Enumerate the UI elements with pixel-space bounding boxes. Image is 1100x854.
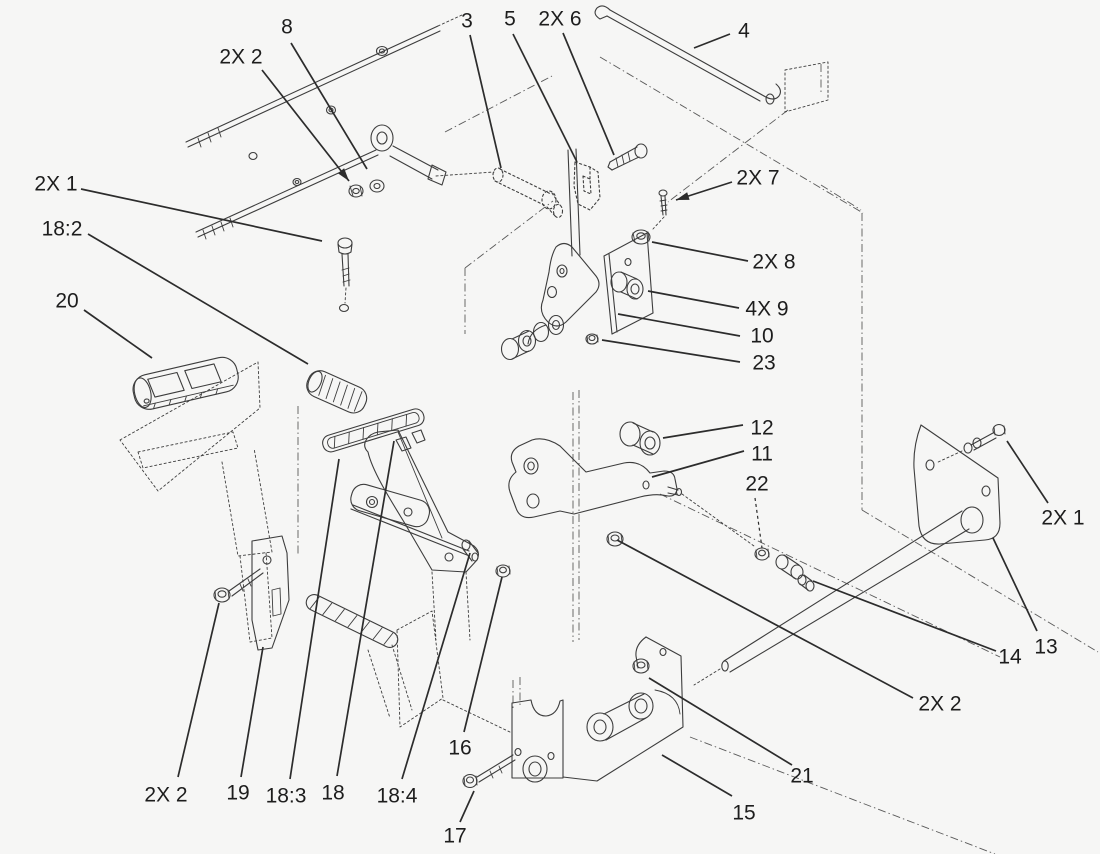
part-20-pedal-pad — [132, 356, 239, 410]
callout-12-leader — [662, 424, 744, 439]
callout-18-label: 18 — [321, 782, 344, 805]
callout-17-label: 17 — [443, 825, 466, 848]
callout-21-leader — [648, 677, 793, 766]
parts-linework — [132, 5, 1006, 789]
part-mount-plate — [603, 232, 654, 335]
callout-2x1-left-leader — [80, 188, 323, 242]
callout-2x2-right-leader — [616, 539, 914, 699]
callout-5-label: 5 — [504, 8, 516, 31]
callout-10-leader — [617, 313, 741, 337]
part-17-bolt — [462, 754, 516, 789]
callout-2x1-right-leader — [1006, 440, 1049, 504]
callout-22-leader — [754, 497, 763, 549]
callout-18-4-leader — [401, 552, 471, 780]
callout-2x8-label: 2X 8 — [752, 251, 795, 274]
part-10-lever-plate — [527, 148, 600, 345]
callout-2x1-right-label: 2X 1 — [1041, 507, 1084, 530]
part-washers-upper — [248, 45, 389, 187]
callout-15-leader — [661, 754, 733, 797]
part-15-bracket — [511, 636, 684, 783]
part-2-flange-nut — [606, 531, 624, 547]
callout-20-leader — [83, 309, 153, 359]
callout-14-label: 14 — [998, 646, 1022, 669]
callout-11-leader — [651, 450, 745, 478]
part-18-2-pedal-pad — [306, 370, 368, 414]
callout-17-leader — [459, 790, 475, 823]
callout-2x7-arrowhead — [676, 192, 690, 200]
callout-18-2-label: 18:2 — [42, 218, 83, 241]
part-1-bolt — [337, 237, 353, 313]
callout-2x6-label: 2X 6 — [538, 8, 581, 31]
callout-18-4-label: 18:4 — [377, 785, 418, 808]
callout-8-leader — [290, 42, 368, 170]
callout-4x9-leader — [647, 290, 740, 309]
callout-11-label: 11 — [751, 443, 773, 466]
callout-5-leader — [512, 33, 578, 163]
part-23-nut — [585, 333, 599, 345]
callout-4-leader — [693, 33, 731, 49]
callout-2x2-right-label: 2X 2 — [918, 693, 961, 716]
callout-3-label: 3 — [461, 10, 473, 33]
callout-4-label: 4 — [738, 20, 750, 43]
callout-leader-lines — [80, 32, 1049, 823]
part-5-bracket — [573, 161, 601, 211]
part-18-pedal-plate — [322, 408, 426, 453]
callout-18-3-leader — [289, 458, 340, 780]
callout-15-label: 15 — [732, 802, 755, 825]
callout-8-label: 8 — [281, 16, 293, 39]
part-22-nut — [754, 547, 770, 561]
callout-2x2-left-leader — [177, 602, 220, 778]
callout-2x7-label: 2X 7 — [736, 167, 779, 190]
callout-2x2-left-label: 2X 2 — [144, 784, 187, 807]
phantom-frame-lines — [119, 56, 1099, 854]
callout-labels: 8 2X 2 3 5 2X 6 4 2X 7 2X 1 18:2 20 2X 8 4X 9 10 23 12… — [34, 8, 1084, 848]
callout-2x2-top-label: 2X 2 — [219, 46, 262, 69]
callout-18-3-label: 18:3 — [266, 785, 307, 808]
callout-20-label: 20 — [55, 290, 78, 313]
callout-23-leader — [601, 339, 741, 363]
part-19-bracket — [251, 535, 290, 651]
callout-2x1-left-label: 2X 1 — [34, 173, 77, 196]
part-8-lever — [348, 124, 447, 198]
part-18-pedal-arm — [364, 429, 480, 573]
part-16-washer — [495, 564, 511, 578]
callout-2x6-leader — [562, 32, 615, 156]
callout-18-leader — [336, 440, 395, 777]
part-11-bracket — [508, 438, 755, 547]
callout-2x2-top-leader — [261, 69, 350, 182]
callout-2x2-top-arrowhead — [337, 168, 349, 181]
callout-12-label: 12 — [750, 417, 773, 440]
part-control-rods — [185, 14, 463, 240]
callout-18-2-leader — [87, 233, 309, 365]
callout-14-leader — [812, 580, 997, 652]
part-14-pin — [775, 554, 815, 592]
callout-23-label: 23 — [752, 352, 775, 375]
callout-4x9-label: 4X 9 — [745, 298, 788, 321]
callout-13-label: 13 — [1034, 636, 1057, 659]
callout-19-leader — [240, 646, 264, 778]
callout-2x8-leader — [651, 241, 749, 262]
callout-16-leader — [463, 576, 503, 733]
part-7-screw — [652, 189, 668, 230]
part-1-bolt-right — [935, 423, 1006, 464]
part-8nut-flange-nut — [631, 229, 651, 245]
part-3-cylinder — [492, 167, 564, 219]
part-6-bolt — [607, 143, 648, 171]
part-13-bracket-shaft — [693, 424, 1001, 686]
callout-13-leader — [992, 537, 1038, 632]
callout-10-label: 10 — [750, 325, 773, 348]
part-12-bushing — [619, 421, 661, 456]
callout-22-label: 22 — [745, 473, 768, 496]
callout-3-leader — [469, 34, 502, 169]
part-2-bolt-left — [213, 568, 264, 603]
part-9-bushings — [500, 271, 644, 361]
part-4-rod — [594, 5, 782, 105]
callout-21-label: 21 — [790, 765, 813, 788]
callout-19-label: 19 — [226, 782, 249, 805]
callout-16-label: 16 — [448, 737, 471, 760]
part-18-3-bracket — [350, 483, 470, 556]
